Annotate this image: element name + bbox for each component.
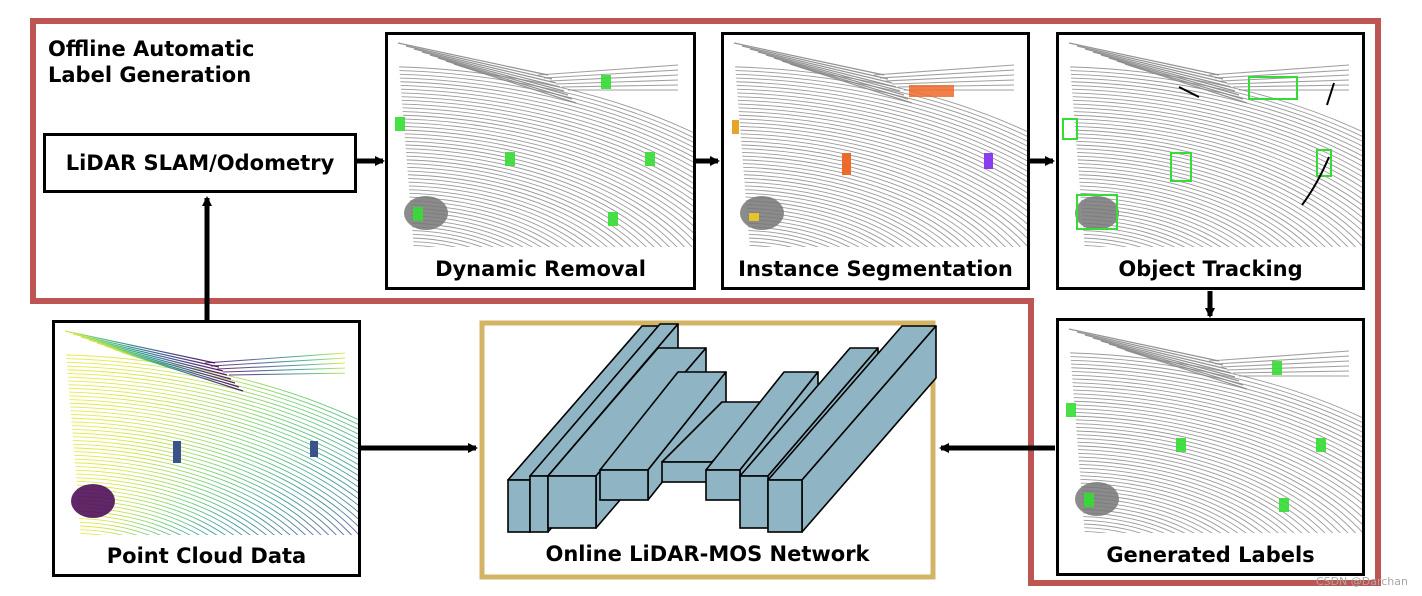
offline-region-title-line2: Label Generation [48, 63, 252, 87]
arrows [202, 156, 1215, 453]
scan-rings [66, 354, 358, 535]
slam-node: LiDAR SLAM/Odometry [43, 133, 357, 193]
ego-vehicle-points [71, 484, 115, 518]
moving-object-highlights [395, 75, 655, 226]
object-tracking-scan-image [1062, 42, 1362, 247]
offline-region-title: Offline Automatic Label Generation [48, 36, 254, 88]
network-region-outline [479, 320, 936, 580]
offline-region-outline [30, 18, 1381, 586]
ego-vehicle-points [1075, 196, 1119, 230]
dynamic-removal-scan-image [395, 42, 693, 247]
moving-object-highlights [1066, 361, 1326, 512]
scan-rings [1070, 66, 1362, 247]
point-cloud-scan-image [64, 330, 358, 535]
scan-structures [1068, 42, 1350, 104]
scan-rings [735, 66, 1027, 247]
moving-object-highlights [173, 441, 318, 463]
moving-object-highlights [1062, 76, 1335, 230]
dynamic-removal-node: Dynamic Removal [385, 32, 696, 290]
ego-vehicle-points [404, 196, 448, 230]
generated-labels-scan-image [1066, 328, 1362, 533]
generated-labels-node-label: Generated Labels [1106, 543, 1315, 567]
ego-vehicle-points [1075, 482, 1119, 516]
slam-node-label: LiDAR SLAM/Odometry [65, 151, 335, 175]
object-tracking-node: Object Tracking [1056, 32, 1365, 290]
scan-structures [64, 330, 346, 392]
scan-structures [397, 42, 679, 104]
network-architecture-graphic [507, 323, 937, 533]
offline-region-title-line1: Offline Automatic [48, 37, 255, 61]
instance-segmentation-node-label: Instance Segmentation [738, 257, 1013, 281]
instance-segmentation-node: Instance Segmentation [721, 32, 1030, 290]
dynamic-removal-node-label: Dynamic Removal [435, 257, 646, 281]
generated-labels-node: Generated Labels [1056, 318, 1365, 576]
point-cloud-node: Point Cloud Data [52, 320, 361, 577]
watermark-text: CSDN @Darchan [1315, 575, 1408, 588]
point-cloud-node-label: Point Cloud Data [106, 544, 307, 568]
network-block [767, 325, 937, 533]
object-tracking-node-label: Object Tracking [1118, 257, 1303, 281]
scan-structures [733, 42, 1015, 104]
ego-vehicle-points [740, 196, 784, 230]
instance-segmentation-scan-image [732, 42, 1027, 247]
moving-object-highlights [732, 85, 993, 221]
scan-structures [1068, 328, 1350, 390]
network-node-label: Online LiDAR-MOS Network [545, 542, 870, 566]
